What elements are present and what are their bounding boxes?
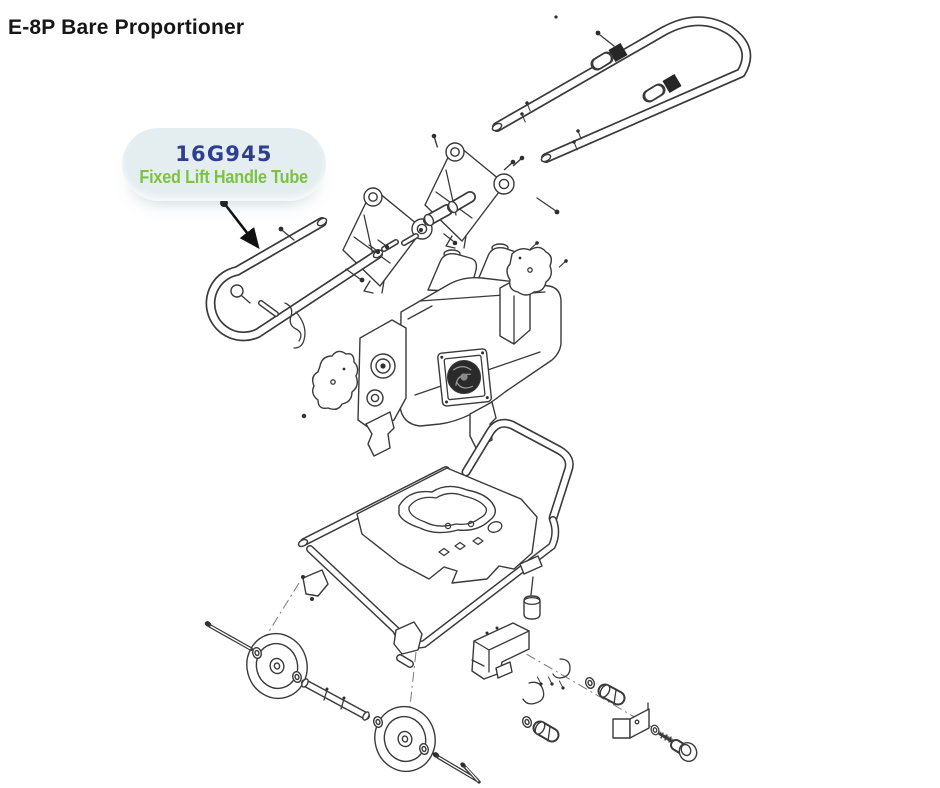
knob-assembly	[612, 702, 698, 763]
lower-bracket-kit	[471, 622, 626, 743]
axle-and-hardware	[204, 621, 481, 784]
handle-pin-and-clip	[230, 226, 365, 349]
fasteners	[368, 132, 560, 255]
telescoping-handle-tube	[491, 16, 752, 163]
page-title: E-8P Bare Proportioner	[8, 16, 245, 40]
rubber-foot	[523, 595, 541, 620]
screw-dot	[554, 15, 558, 19]
side-covers	[301, 239, 569, 419]
part-name: Fixed Lift Handle Tube	[139, 166, 309, 187]
bracket-spacers	[423, 191, 476, 227]
part-callout[interactable]: 16G945 Fixed Lift Handle Tube	[122, 128, 326, 201]
foot-stem	[530, 576, 534, 596]
callout-arrow	[220, 199, 260, 250]
cart-frame	[297, 418, 574, 668]
part-number: 16G945	[175, 141, 273, 166]
cooling-fan	[437, 348, 492, 407]
